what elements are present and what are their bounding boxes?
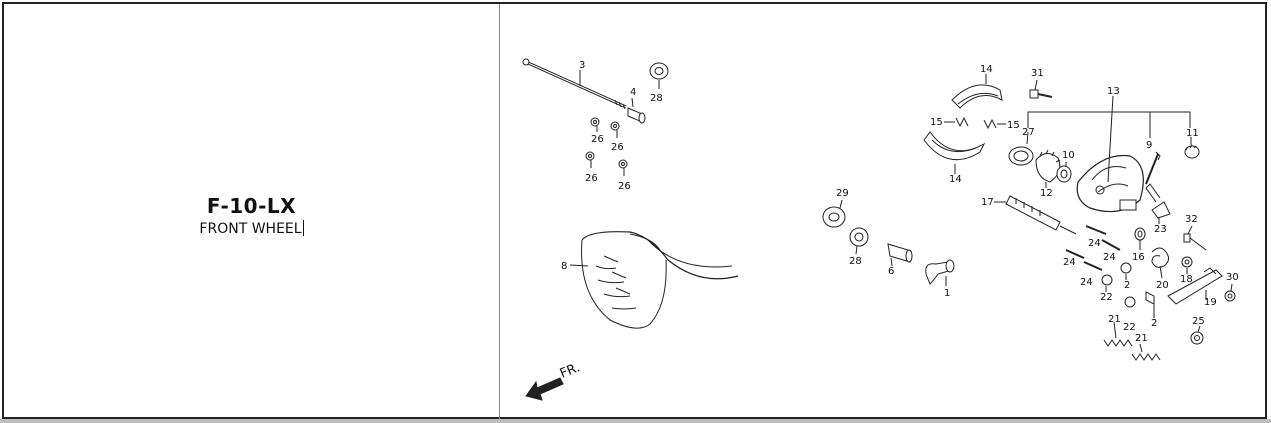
part-label: 2 — [1124, 280, 1130, 291]
seal-11 — [1184, 137, 1200, 159]
bolt-31 — [1029, 79, 1053, 99]
part-label: 11 — [1186, 128, 1199, 139]
part-label: 26 — [585, 173, 598, 184]
part-label: 24 — [1103, 252, 1116, 263]
bottom-strip — [0, 419, 1271, 423]
exploded-diagram-panel: 1 2 2 3 4 6 8 9 10 11 12 13 14 14 15 15 … — [500, 4, 1265, 419]
pins-24 — [1065, 225, 1121, 271]
part-label: 26 — [611, 142, 624, 153]
part-label: 27 — [1022, 127, 1035, 138]
washer-10 — [1056, 162, 1072, 183]
washer-18 — [1181, 256, 1193, 274]
bearing-part-top — [649, 62, 669, 89]
part-label: 6 — [888, 266, 894, 277]
axle-part — [522, 58, 627, 110]
brake-shoe-top — [951, 74, 1003, 109]
panel-divider — [499, 4, 500, 419]
part-label: 14 — [949, 174, 962, 185]
part-label: 23 — [1154, 224, 1167, 235]
part-label: 28 — [849, 256, 862, 267]
nut-25 — [1190, 325, 1204, 345]
spring-20 — [1151, 247, 1170, 279]
part-label: 14 — [980, 64, 993, 75]
brake-panel-13 — [1076, 95, 1144, 213]
part-label: 21 — [1108, 314, 1121, 325]
text-cursor — [302, 220, 304, 236]
part-label: 22 — [1100, 292, 1113, 303]
title-panel: F-10-LX FRONT WHEEL — [4, 4, 499, 419]
part-label: 32 — [1185, 214, 1198, 225]
part-label: 17 — [981, 197, 994, 208]
diagram-name: FRONT WHEEL — [199, 221, 302, 237]
tire-part — [569, 231, 739, 329]
part-label: 19 — [1204, 297, 1217, 308]
bearing-29 — [822, 199, 846, 228]
part-label: 29 — [836, 188, 849, 199]
joint-1 — [925, 259, 955, 286]
seal-27 — [1008, 131, 1034, 166]
part-label: 28 — [650, 93, 663, 104]
part-label: 8 — [561, 261, 567, 272]
part-label: 4 — [630, 87, 636, 98]
part-label: 26 — [618, 181, 631, 192]
part-label: 12 — [1040, 188, 1053, 199]
gear-12 — [1035, 149, 1061, 188]
part-label: 20 — [1156, 280, 1169, 291]
part-label: 31 — [1031, 68, 1044, 79]
part-label: 24 — [1088, 238, 1101, 249]
bearing-part-lower — [849, 227, 869, 255]
group-bracket — [1027, 111, 1191, 138]
sleeve-6 — [887, 243, 913, 267]
part-label: 9 — [1146, 140, 1152, 151]
part-label: 26 — [591, 134, 604, 145]
part-labels: 1 2 2 3 4 6 8 9 10 11 12 13 14 14 15 15 … — [558, 60, 1239, 382]
part-label: 22 — [1123, 322, 1136, 333]
spacer-part — [627, 97, 646, 124]
part-label: 25 — [1192, 316, 1205, 327]
bolt-32 — [1183, 225, 1207, 251]
diagram-name-wrap: FRONT WHEEL — [4, 220, 499, 237]
direction-label: FR. — [558, 360, 582, 381]
part-label: 16 — [1132, 252, 1145, 263]
part-label: 15 — [930, 117, 943, 128]
gear-17 — [994, 195, 1077, 235]
part-label: 18 — [1180, 274, 1193, 285]
lever-19 — [1167, 267, 1223, 305]
cam-9 — [1145, 151, 1161, 185]
part-label: 10 — [1062, 150, 1075, 161]
springs-21 — [1103, 321, 1161, 361]
springs-15 — [944, 116, 1006, 130]
exploded-diagram: 1 2 2 3 4 6 8 9 10 11 12 13 14 14 15 15 … — [522, 58, 1239, 401]
part-label: 30 — [1226, 272, 1239, 283]
nut-parts — [585, 117, 628, 176]
part-label: 13 — [1107, 86, 1120, 97]
part-label: 1 — [944, 288, 950, 299]
part-label: 3 — [579, 60, 585, 71]
part-label: 15 — [1007, 120, 1020, 131]
part-label: 24 — [1063, 257, 1076, 268]
part-label: 21 — [1135, 333, 1148, 344]
diagram-code: F-10-LX — [206, 194, 297, 218]
collars — [1101, 227, 1155, 318]
brake-shoe-bottom — [923, 131, 986, 174]
part-label: 24 — [1080, 277, 1093, 288]
direction-arrow-icon — [525, 377, 564, 401]
nut-30 — [1224, 283, 1236, 302]
plate-23 — [1145, 183, 1171, 224]
part-label: 2 — [1151, 318, 1157, 329]
